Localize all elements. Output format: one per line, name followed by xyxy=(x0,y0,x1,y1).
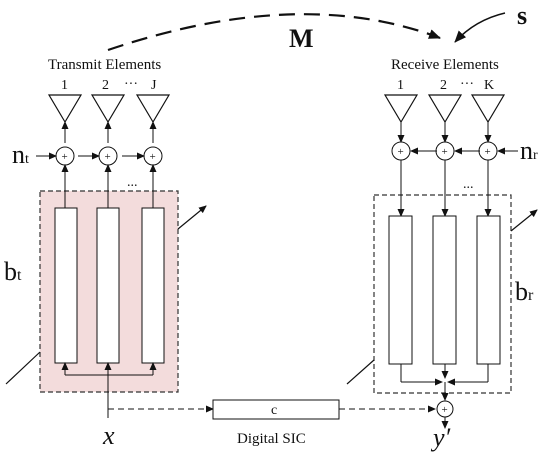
sic-c-label: c xyxy=(271,403,277,418)
tx-antenna-label-1: 1 xyxy=(61,78,68,93)
receive-title: Receive Elements xyxy=(391,57,499,73)
rx-antenna-1-icon xyxy=(383,94,419,124)
tx-adder-2-plus: + xyxy=(105,151,111,163)
tx-rf-chain-2 xyxy=(96,207,120,364)
rx-rf-chain-k xyxy=(476,215,501,365)
tx-antenna-2-icon xyxy=(90,94,126,124)
final-adder-plus: + xyxy=(442,404,448,416)
s-label: s xyxy=(517,1,527,30)
tx-adder-1-plus: + xyxy=(62,151,68,163)
rx-rf-chain-1 xyxy=(388,215,413,365)
rx-adder-1-plus: + xyxy=(398,146,404,158)
tx-chain-2: + xyxy=(90,94,126,364)
rx-chain-k: + xyxy=(470,94,506,365)
rx-antenna-k-icon xyxy=(470,94,506,124)
tx-block-out-arrow xyxy=(177,205,207,230)
tx-chain-ellipsis: ... xyxy=(127,175,138,190)
rx-adder-2-plus: + xyxy=(442,146,448,158)
matrix-label: M xyxy=(289,24,314,53)
sic-title: Digital SIC xyxy=(237,431,306,447)
self-interference-channel-arc xyxy=(107,13,441,52)
tx-antenna-label-j: J xyxy=(151,78,157,93)
rx-block-in-arrow xyxy=(346,359,375,385)
rx-block-out-arrow xyxy=(510,209,538,232)
tx-rf-chain-j xyxy=(141,207,165,364)
rx-antenna-label-k: K xyxy=(484,78,494,93)
tx-block-in-arrow xyxy=(5,351,41,385)
rx-block-label: br xyxy=(515,277,534,306)
rx-antenna-2-icon xyxy=(427,94,463,124)
tx-adder-j-plus: + xyxy=(150,151,156,163)
tx-rf-chain-1 xyxy=(54,207,78,364)
x-label: x xyxy=(102,421,115,450)
tx-chain-1: + xyxy=(47,94,83,364)
rx-adder-k-plus: + xyxy=(485,146,491,158)
tx-antenna-ellipsis: ··· xyxy=(124,77,138,92)
tx-chain-j: + xyxy=(135,94,171,364)
rx-rf-chain-2 xyxy=(432,215,457,365)
rx-noise-label: nr xyxy=(520,136,538,165)
tx-antenna-1-icon xyxy=(47,94,83,124)
rx-chain-1: + xyxy=(383,94,419,365)
rx-antenna-label-1: 1 xyxy=(397,78,404,93)
tx-noise-label: nt xyxy=(12,140,29,169)
tx-block-label: bt xyxy=(4,257,22,286)
transmit-title: Transmit Elements xyxy=(48,57,161,73)
rx-antenna-label-2: 2 xyxy=(440,78,447,93)
rx-chain-2: + xyxy=(427,94,463,365)
rx-antenna-ellipsis: ··· xyxy=(460,77,474,92)
tx-antenna-j-icon xyxy=(135,94,171,124)
rx-chain-ellipsis: ... xyxy=(463,177,474,192)
y-output-label: y′ xyxy=(430,423,451,452)
tx-antenna-label-2: 2 xyxy=(102,78,109,93)
target-signal-arrow xyxy=(454,12,506,43)
